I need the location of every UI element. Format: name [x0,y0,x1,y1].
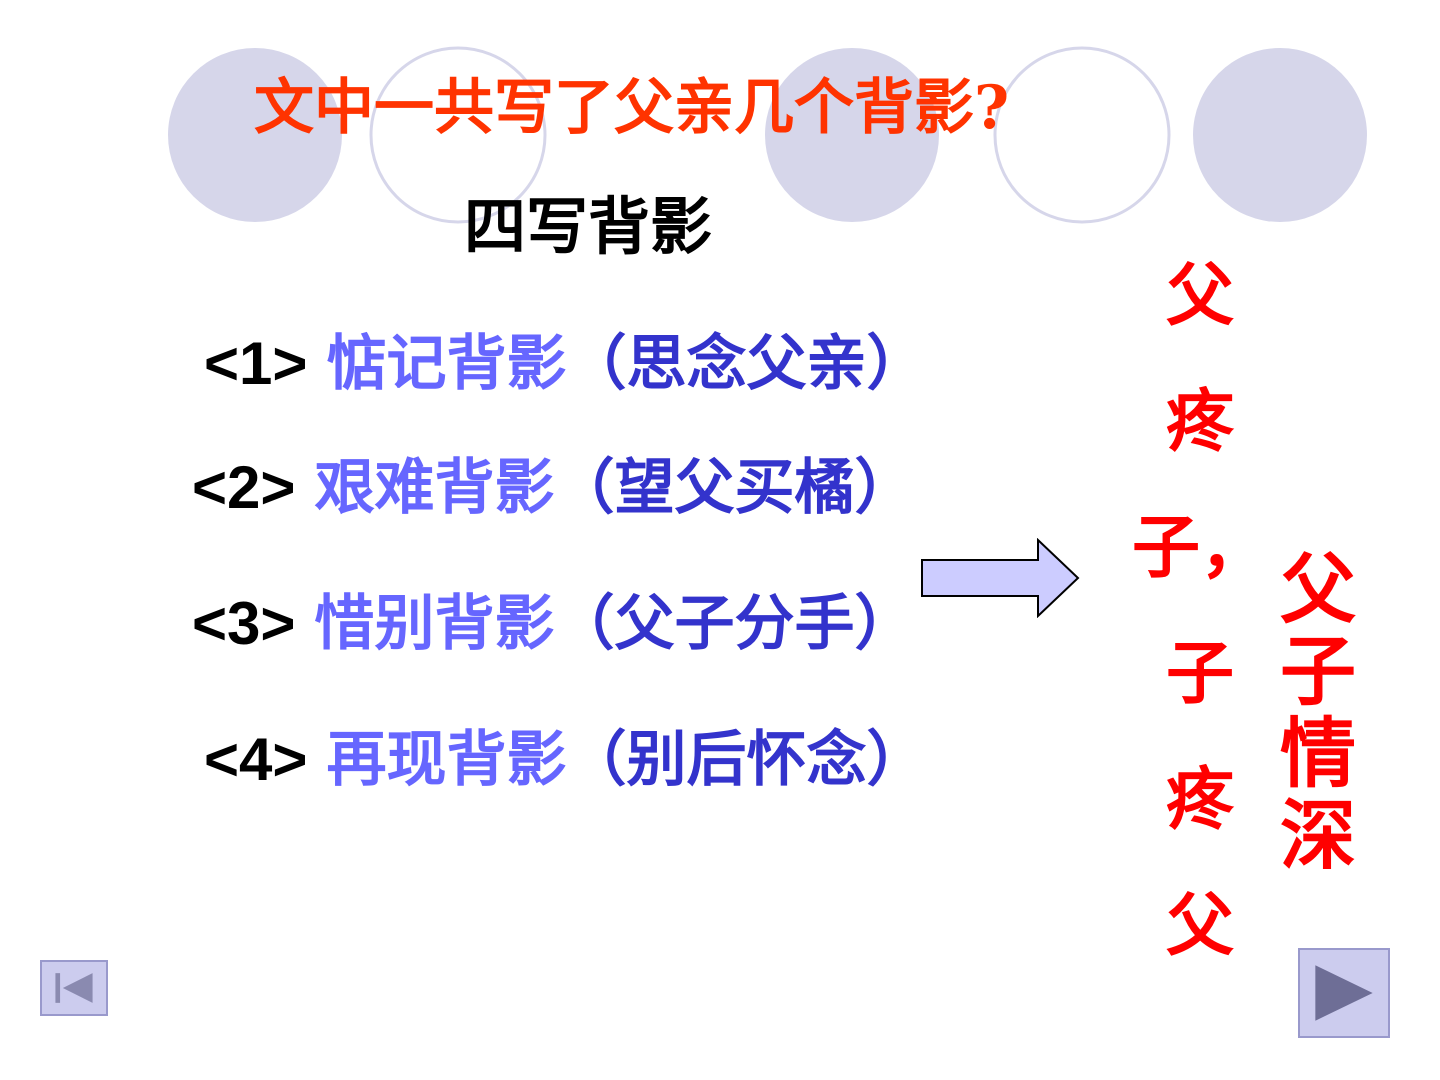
vertical-char: 子 [1166,634,1235,714]
vertical-char: 子 [1280,627,1356,716]
item-text: 惦记背影 [326,329,567,399]
vertical-char: 情 [1280,709,1356,798]
item-number: <4> [204,726,308,793]
right-arrow-icon [921,538,1080,618]
vertical-char: 疼 [1166,760,1235,840]
vertical-char: 父 [1166,886,1235,966]
next-slide-button[interactable] [1298,948,1390,1038]
circle-filled-2 [765,48,939,222]
list-item-3: <3> 惜别背影（父子分手） [192,588,915,660]
vertical-char: 疼 [1166,382,1235,462]
item-text: 再现背影 [326,725,567,795]
circle-filled-1 [168,48,342,222]
vertical-char: 子， [1132,508,1269,588]
item-number: <2> [192,454,296,521]
vertical-text-deep-love: 父 子 情 深 [1280,552,1356,880]
next-slide-icon [1315,965,1373,1021]
first-slide-button[interactable] [40,960,108,1016]
item-note: （父子分手） [554,589,915,659]
item-number: <1> [204,330,308,397]
vertical-char: 父 [1166,256,1235,336]
slide-title: 文中一共写了父亲几个背影? [254,73,1010,143]
list-item-1: <1> 惦记背影（思念父亲） [204,328,927,400]
circle-outline-1 [369,46,547,224]
item-note: （别后怀念） [566,725,927,795]
circle-filled-3 [1193,48,1367,222]
vertical-text-father-son: 父 疼 子， 子 疼 父 [1132,262,1268,1018]
list-item-2: <2> 艰难背影（望父买橘） [192,452,915,524]
item-number: <3> [192,590,296,657]
item-text: 惜别背影 [314,589,555,659]
item-note: （望父买橘） [554,453,915,523]
slide-subtitle: 四写背影 [464,190,713,263]
vertical-char: 父 [1280,545,1356,634]
list-item-4: <4> 再现背影（别后怀念） [204,724,927,796]
first-slide-icon [55,973,93,1003]
vertical-char: 深 [1280,791,1356,880]
decorative-circles [168,46,1367,224]
item-text: 艰难背影 [314,453,555,523]
circle-outline-2 [993,46,1171,224]
item-note: （思念父亲） [566,329,927,399]
